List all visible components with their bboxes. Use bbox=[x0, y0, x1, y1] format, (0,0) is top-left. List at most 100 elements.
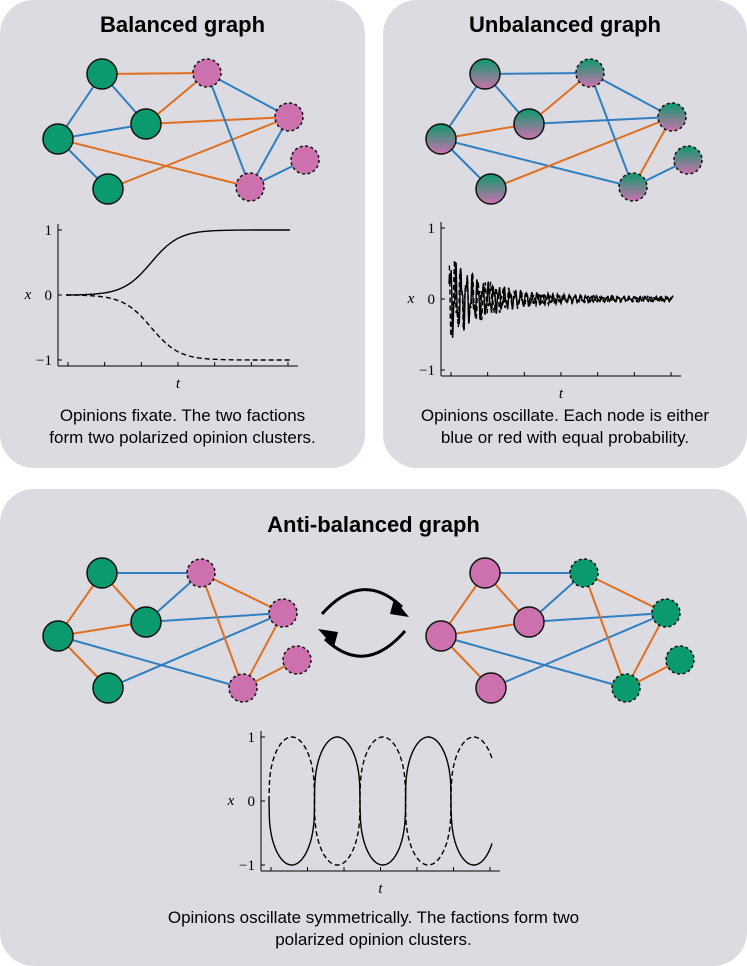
unbalanced-title: Unbalanced graph bbox=[469, 12, 661, 37]
edge bbox=[440, 138, 634, 188]
y-axis-label: x bbox=[227, 793, 235, 809]
y-tick-label: 1 bbox=[248, 730, 256, 746]
node-mixed bbox=[575, 58, 605, 88]
y-axis-label: x bbox=[24, 287, 32, 303]
y-tick-label: −1 bbox=[419, 363, 435, 379]
antibalanced-plot: 1 0 −1 t x bbox=[227, 730, 500, 897]
node-pink bbox=[228, 673, 258, 703]
node-green bbox=[86, 58, 118, 90]
node-mixed bbox=[469, 58, 501, 90]
antibalanced-panel: Anti-balanced graph bbox=[0, 489, 747, 966]
node-green bbox=[611, 673, 641, 703]
unbalanced-plot: 1 0 −1 t x bbox=[407, 221, 681, 402]
edge bbox=[206, 72, 251, 188]
node-pink bbox=[513, 606, 545, 638]
edge bbox=[583, 572, 627, 689]
unbalanced-graph bbox=[425, 58, 703, 205]
node-pink bbox=[274, 102, 304, 132]
node-green bbox=[665, 645, 695, 675]
node-mixed bbox=[618, 172, 648, 202]
antibalanced-graph-left bbox=[42, 557, 312, 704]
node-green bbox=[42, 620, 74, 652]
series-solid bbox=[66, 229, 290, 296]
node-green bbox=[92, 672, 124, 704]
edge bbox=[200, 572, 244, 689]
node-pink bbox=[186, 558, 216, 588]
y-tick-label: 0 bbox=[248, 794, 256, 810]
node-mixed bbox=[673, 145, 703, 175]
edge bbox=[490, 612, 667, 689]
antibalanced-graph-right bbox=[425, 557, 695, 704]
unbalanced-caption: Opinions oscillate. Each node is either … bbox=[383, 405, 747, 449]
edge bbox=[107, 612, 284, 689]
node-pink bbox=[268, 598, 298, 628]
swap-arrows bbox=[318, 588, 409, 658]
node-pink bbox=[235, 172, 265, 202]
x-axis-label: t bbox=[559, 386, 564, 402]
edge bbox=[589, 72, 634, 188]
edge bbox=[57, 635, 244, 689]
balanced-panel: Balanced graph 1 0 −1 t x bbox=[0, 0, 365, 468]
antibalanced-caption-line2: polarized opinion clusters. bbox=[275, 930, 472, 949]
series-dashed bbox=[448, 258, 674, 337]
antibalanced-caption: Opinions oscillate symmetrically. The fa… bbox=[0, 907, 747, 951]
y-tick-label: 0 bbox=[428, 292, 436, 308]
edge bbox=[206, 72, 290, 118]
edge bbox=[490, 116, 673, 190]
node-mixed bbox=[657, 102, 687, 132]
y-tick-label: −1 bbox=[239, 858, 255, 874]
node-green bbox=[86, 557, 118, 589]
antibalanced-title: Anti-balanced graph bbox=[267, 512, 480, 537]
unbalanced-caption-line1: Opinions oscillate. Each node is either bbox=[420, 406, 710, 425]
arrowhead-top bbox=[390, 599, 409, 617]
series-dashed bbox=[268, 736, 493, 866]
arrowhead-bottom bbox=[318, 629, 338, 647]
node-green bbox=[42, 123, 74, 155]
x-axis-label: t bbox=[176, 376, 181, 392]
balanced-caption-line1: Opinions fixate. The two factions bbox=[59, 406, 306, 425]
balanced-caption: Opinions fixate. The two factions form t… bbox=[0, 405, 365, 449]
edge bbox=[107, 116, 290, 190]
balanced-title: Balanced graph bbox=[99, 12, 266, 37]
y-tick-label: −1 bbox=[36, 353, 52, 369]
node-mixed bbox=[475, 173, 507, 205]
node-pink bbox=[290, 145, 320, 175]
series-solid bbox=[268, 736, 493, 866]
unbalanced-panel: Unbalanced graph bbox=[383, 0, 747, 468]
y-axis-label: x bbox=[407, 291, 415, 307]
edge bbox=[528, 612, 667, 623]
y-tick-label: 0 bbox=[45, 288, 53, 304]
node-pink bbox=[425, 620, 457, 652]
node-pink bbox=[282, 645, 312, 675]
y-tick-label: 1 bbox=[45, 223, 53, 239]
node-pink bbox=[192, 58, 222, 88]
edge bbox=[57, 138, 251, 188]
node-green bbox=[92, 173, 124, 205]
edge bbox=[200, 572, 284, 614]
node-mixed bbox=[425, 123, 457, 155]
edge bbox=[528, 116, 673, 125]
node-green bbox=[130, 108, 162, 140]
node-pink bbox=[469, 557, 501, 589]
node-green bbox=[569, 558, 599, 588]
series-dashed bbox=[66, 294, 290, 361]
node-pink bbox=[475, 672, 507, 704]
edge bbox=[101, 72, 208, 75]
balanced-caption-line2: form two polarized opinion clusters. bbox=[49, 428, 316, 447]
unbalanced-caption-line2: blue or red with equal probability. bbox=[440, 428, 690, 447]
node-mixed bbox=[513, 108, 545, 140]
edge bbox=[440, 635, 627, 689]
y-tick-label: 1 bbox=[428, 221, 436, 237]
node-green bbox=[130, 606, 162, 638]
edge bbox=[589, 72, 673, 118]
antibalanced-caption-line1: Opinions oscillate symmetrically. The fa… bbox=[167, 908, 580, 927]
x-axis-label: t bbox=[378, 881, 383, 897]
balanced-plot: 1 0 −1 t x bbox=[24, 223, 298, 392]
edge bbox=[583, 572, 667, 614]
edge bbox=[145, 612, 284, 623]
arrow-top bbox=[320, 588, 404, 615]
edge bbox=[484, 72, 591, 75]
balanced-graph bbox=[42, 58, 320, 205]
node-green bbox=[651, 598, 681, 628]
edge bbox=[145, 116, 290, 125]
